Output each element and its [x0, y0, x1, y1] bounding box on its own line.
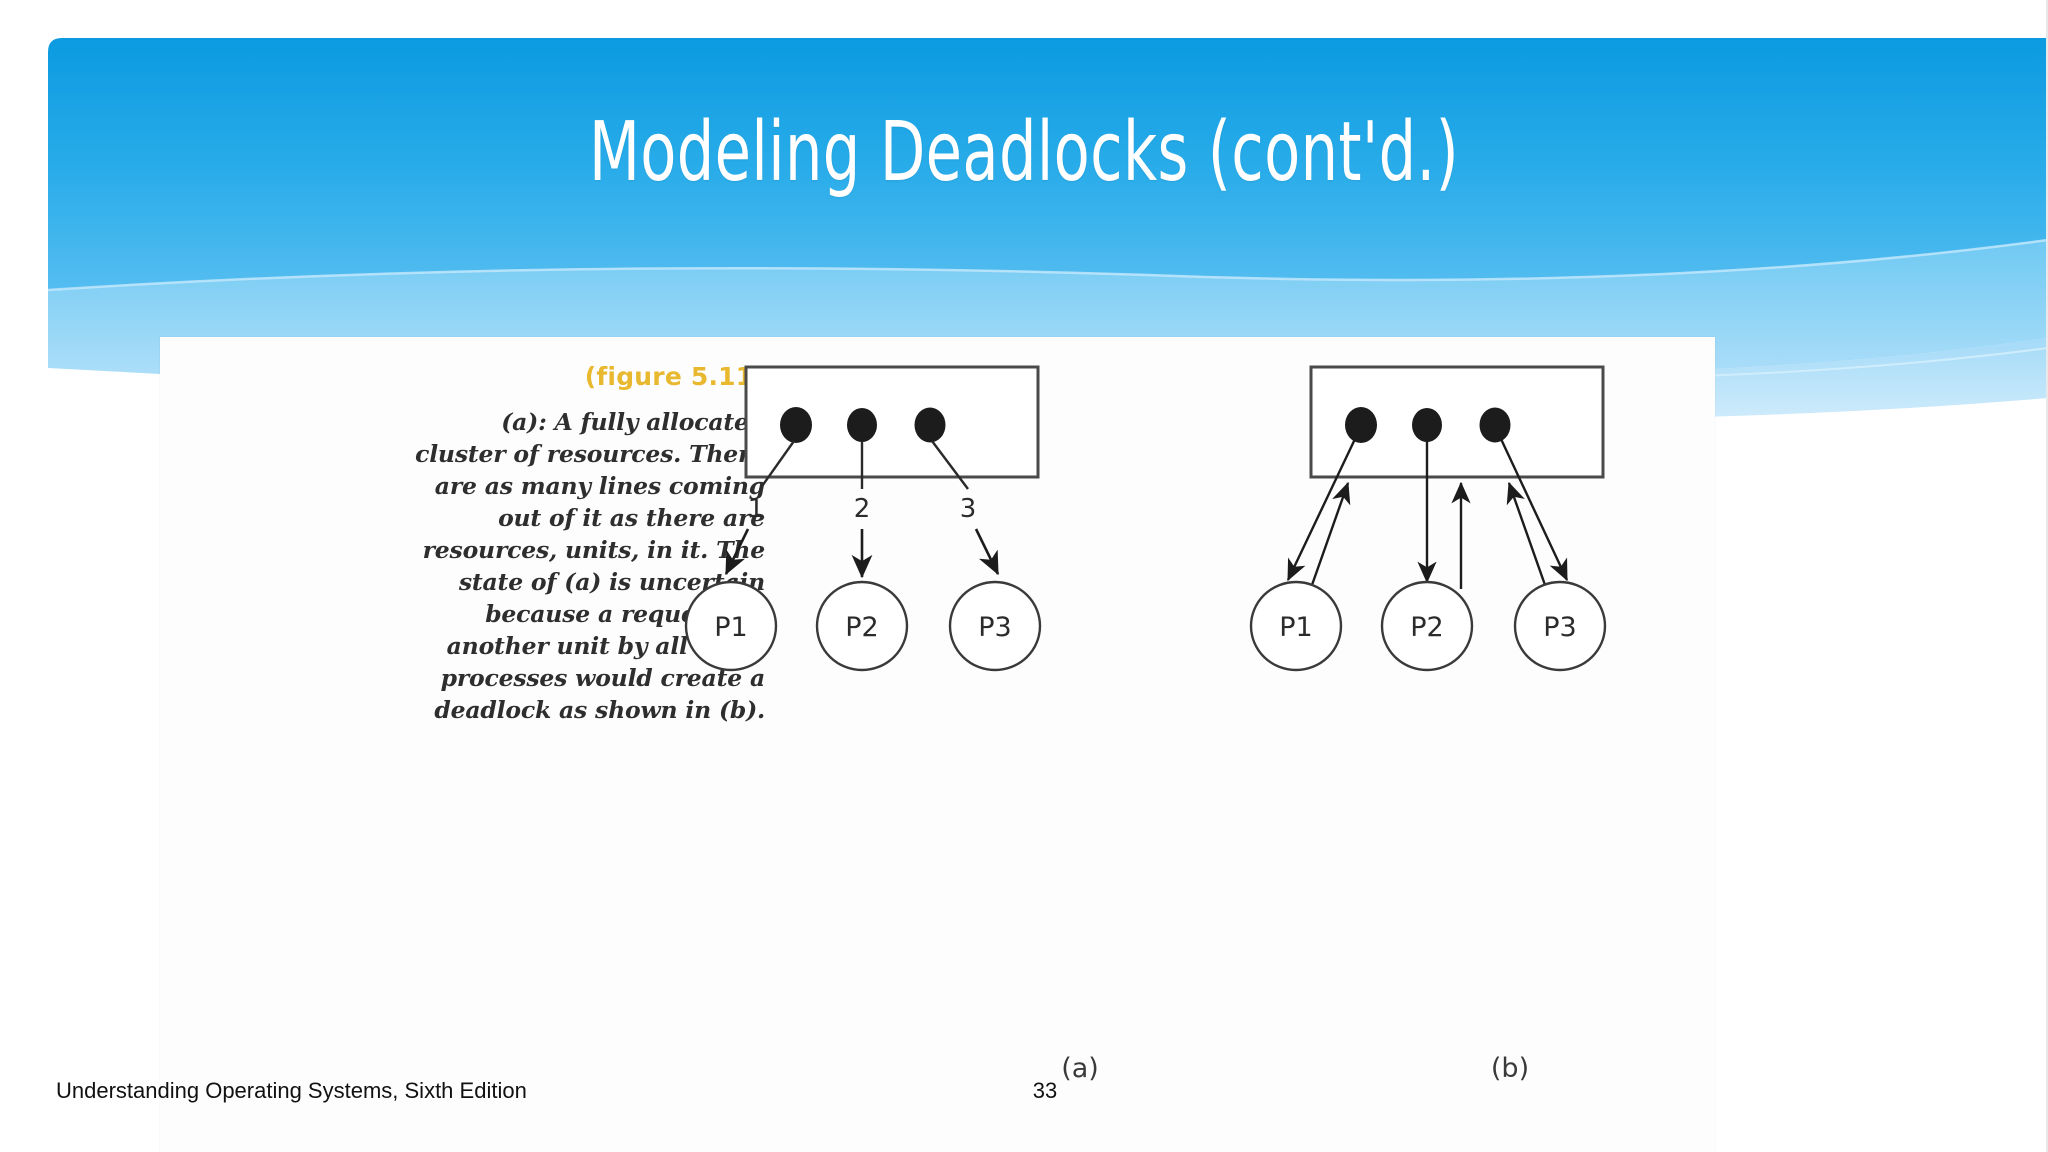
- allocation-stem-1: [759, 440, 795, 490]
- caption-line: resources, units, in it. The: [422, 535, 766, 564]
- resource-unit-dot: [1345, 407, 1377, 443]
- caption-line: are as many lines coming: [434, 471, 765, 500]
- process-node-p3: [948, 580, 1042, 672]
- footer-page-number: 33: [1032, 1078, 1058, 1103]
- resource-unit-dot: [1479, 407, 1511, 443]
- diagram-b-label: (b): [1490, 1053, 1530, 1084]
- figure-number-label: (figure 5.11): [584, 362, 765, 391]
- allocation-arrow-to-p3: [974, 528, 1000, 576]
- process-node-p2: [1380, 580, 1474, 672]
- process-node-p1: [1249, 580, 1343, 672]
- process-node-p2: [815, 580, 909, 672]
- edge-label-2: 2: [854, 494, 871, 524]
- footer-book-title: Understanding Operating Systems, Sixth E…: [56, 1078, 527, 1103]
- diagram-a-graphic: 1 2 3 P1 P2 P3: [684, 365, 1042, 672]
- process-label-p1: P1: [714, 612, 747, 643]
- process-node-p3: [1513, 580, 1607, 672]
- request-arrow-from-p3: [1506, 481, 1547, 586]
- caption-line: out of it as there are: [498, 503, 765, 532]
- resource-allocation-diagram-a: 1 2 3 P1 P2 P3: [684, 337, 1210, 837]
- edge-label-3: 3: [960, 494, 977, 524]
- process-label-p2: P2: [1410, 612, 1443, 643]
- diagram-b-graphic: P1 P2 P3: [1249, 365, 1607, 672]
- resource-unit-dot: [914, 407, 946, 443]
- banner-highlight-curve-1: [48, 238, 2048, 292]
- caption-line: processes would create a: [440, 663, 766, 692]
- figure-caption-text: (a): A fully allocated cluster of resour…: [400, 407, 765, 727]
- figure-caption-block: (figure 5.11) (a): A fully allocated clu…: [400, 362, 765, 727]
- process-label-p3: P3: [1543, 612, 1576, 643]
- resource-unit-dot: [847, 408, 877, 442]
- caption-line: (a): A fully allocated: [501, 408, 765, 436]
- process-label-p1: P1: [1279, 612, 1312, 643]
- caption-line: deadlock as shown in (b).: [434, 695, 765, 724]
- resource-allocation-diagram-b: P1 P2 P3: [1249, 337, 1775, 837]
- process-label-p2: P2: [845, 612, 878, 643]
- allocation-stem-3: [931, 440, 969, 490]
- resource-unit-dot: [780, 407, 812, 443]
- banner-blue-body: [48, 38, 2048, 290]
- diagram-a-label: (a): [1061, 1053, 1099, 1084]
- allocation-arrow-to-p1: [1286, 438, 1357, 582]
- process-label-p3: P3: [978, 612, 1011, 643]
- resource-unit-dot: [1412, 408, 1442, 442]
- request-arrow-from-p1: [1310, 481, 1351, 586]
- process-node-p1: [684, 580, 778, 672]
- page-title: Modeling Deadlocks (cont'd.): [588, 105, 1460, 200]
- allocation-arrow-to-p3: [1499, 438, 1569, 582]
- edge-label-1: 1: [748, 494, 765, 524]
- allocation-arrow-to-p1: [724, 528, 750, 576]
- figure-image-panel: (figure 5.11) (a): A fully allocated clu…: [160, 337, 1715, 1152]
- caption-line: cluster of resources. There: [415, 439, 765, 468]
